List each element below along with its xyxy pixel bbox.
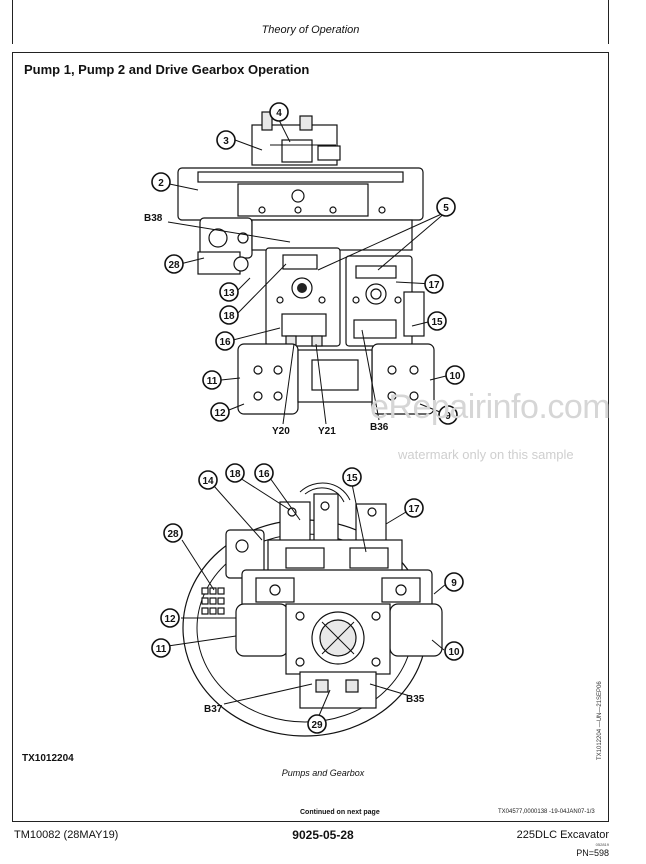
- section-title: Pump 1, Pump 2 and Drive Gearbox Operati…: [24, 62, 310, 77]
- svg-text:10: 10: [449, 371, 461, 382]
- callout-15b: 15: [342, 467, 362, 487]
- figure-caption: Pumps and Gearbox: [281, 768, 365, 778]
- svg-text:16: 16: [219, 337, 231, 348]
- callout-18: 18: [219, 305, 239, 325]
- svg-text:17: 17: [428, 280, 440, 291]
- callout-10b: 10: [444, 641, 464, 661]
- svg-text:4: 4: [276, 108, 282, 119]
- figure-id: TX1012204: [22, 753, 74, 764]
- label-b36: B36: [370, 422, 389, 433]
- callout-16: 16: [215, 331, 235, 351]
- svg-text:2: 2: [158, 178, 164, 189]
- callout-28b: 28: [163, 523, 183, 543]
- footer-page-number: 9025-05-28: [292, 828, 354, 842]
- bottom-illustration: [182, 482, 443, 737]
- label-y21: Y21: [318, 426, 336, 437]
- callout-2: 2: [151, 172, 171, 192]
- svg-text:17: 17: [408, 504, 420, 515]
- callout-9b: 9: [444, 572, 464, 592]
- callout-10: 10: [445, 365, 465, 385]
- callout-11b: 11: [151, 638, 171, 658]
- footer-pn: PN=598: [576, 848, 609, 858]
- footer-manual: TM10082 (28MAY19): [14, 829, 119, 841]
- label-b38: B38: [144, 213, 163, 224]
- svg-text:3: 3: [223, 136, 229, 147]
- svg-text:5: 5: [443, 203, 449, 214]
- label-y20: Y20: [272, 426, 290, 437]
- header-title: Theory of Operation: [261, 24, 360, 36]
- bottom-labels: B37 B35: [204, 694, 425, 715]
- figure-side-ref: TX1012204 —UN—21SEP06: [597, 681, 603, 760]
- svg-text:11: 11: [156, 644, 167, 655]
- top-callouts: 2 3 4 5 9 10 11 12 13 15 16 17 18 28: [151, 102, 465, 425]
- callout-17b: 17: [404, 498, 424, 518]
- callout-11: 11: [202, 370, 222, 390]
- label-b35: B35: [406, 694, 425, 705]
- footer-model: 225DLC Excavator: [516, 829, 609, 841]
- callout-16b: 16: [254, 463, 274, 483]
- svg-text:28: 28: [168, 260, 180, 271]
- page-header: Theory of Operation: [12, 0, 609, 44]
- top-labels: B38 Y20 Y21 B36: [144, 213, 389, 437]
- svg-text:18: 18: [223, 311, 235, 322]
- callout-4: 4: [269, 102, 289, 122]
- callout-9: 9: [438, 405, 458, 425]
- callout-14: 14: [198, 470, 218, 490]
- top-illustration: [177, 111, 435, 415]
- svg-text:12: 12: [164, 614, 176, 625]
- label-b37: B37: [204, 704, 223, 715]
- svg-text:9: 9: [445, 411, 451, 422]
- callout-18b: 18: [225, 463, 245, 483]
- continued-note: Continued on next page: [300, 809, 380, 816]
- watermark-note: watermark only on this sample: [398, 447, 574, 462]
- svg-text:14: 14: [202, 476, 214, 487]
- callout-29: 29: [307, 714, 327, 734]
- svg-text:15: 15: [431, 317, 443, 328]
- bottom-callouts: 9 10 11 12 14 15 16 17 18 28 29: [151, 463, 464, 734]
- callout-3: 3: [216, 130, 236, 150]
- doc-reference: TX04577,0000138 -19-04JAN07-1/3: [498, 809, 595, 815]
- content-frame: [12, 52, 609, 822]
- svg-text:12: 12: [214, 408, 226, 419]
- callout-13: 13: [219, 282, 239, 302]
- bottom-leader-lines: [167, 477, 447, 719]
- top-leader-lines: [159, 119, 447, 425]
- svg-text:11: 11: [207, 376, 218, 387]
- svg-text:9: 9: [451, 578, 457, 589]
- watermark-site: eRepairinfo.com: [370, 388, 611, 426]
- footer-date-code: 052819: [595, 842, 609, 847]
- callout-17: 17: [424, 274, 444, 294]
- callout-28: 28: [164, 254, 184, 274]
- svg-text:15: 15: [346, 473, 358, 484]
- callout-15: 15: [427, 311, 447, 331]
- callout-12: 12: [210, 402, 230, 422]
- svg-text:13: 13: [223, 288, 235, 299]
- callout-5: 5: [436, 197, 456, 217]
- svg-text:16: 16: [258, 469, 270, 480]
- svg-text:28: 28: [167, 529, 179, 540]
- svg-text:18: 18: [229, 469, 241, 480]
- callout-12b: 12: [160, 608, 180, 628]
- svg-text:10: 10: [448, 647, 460, 658]
- svg-text:29: 29: [311, 720, 323, 731]
